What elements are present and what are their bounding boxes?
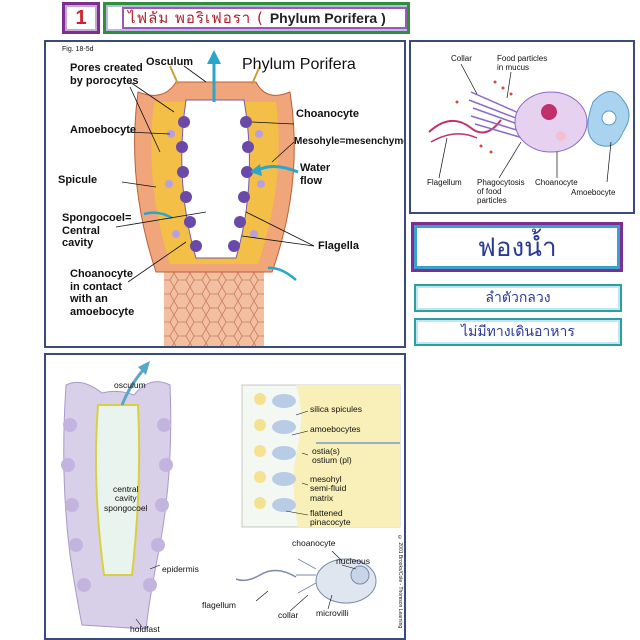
wall-label-amoebocytes: amoebocytes <box>310 424 361 434</box>
body-label-osculum: osculum <box>114 380 146 390</box>
title-latin: Phylum Porifera ) <box>269 10 386 26</box>
cell-label-collar-bottom: collar <box>278 610 299 620</box>
cell-label-nucleous: nucleous <box>336 556 371 566</box>
body-label-central-cavity: central cavity spongocoel <box>104 484 148 513</box>
body-label-epidermis: epidermis <box>162 564 199 574</box>
cell-label-collar: Collar <box>451 54 472 63</box>
trait-hollow-body: ลำตัวกลวง <box>485 290 551 306</box>
cell-label-choanocyte-bottom: choanocyte <box>292 538 336 548</box>
trait-no-digestive-tract: ไม่มีทางเดินอาหาร <box>461 324 575 340</box>
wall-label-ostia: ostia(s) ostium (pl) <box>312 446 352 466</box>
body-label-holdfast: holdfast <box>130 624 160 634</box>
wall-label-mesohyl: mesohyl semi-fluid matrix <box>310 474 347 503</box>
cell-label-amoebocyte: Amoebocyte <box>571 188 616 197</box>
cell-label-microvilli: microvilli <box>316 608 349 618</box>
label-pores: Pores created by porocytes <box>70 62 143 87</box>
label-choanocyte: Choanocyte <box>296 108 359 120</box>
label-choanocyte-contact: Choanocyte in contact with an amoebocyte <box>70 268 135 318</box>
copyright-note: © 2001 Brooks/Cole - Thomson Learning <box>396 535 403 629</box>
label-flagella: Flagella <box>318 240 359 252</box>
cell-label-phagocytosis: Phagocytosis of food particles <box>477 178 525 206</box>
wall-label-pinacocyte: flattened pinacocyte <box>310 508 351 528</box>
cell-label-flagellum: Flagellum <box>427 178 462 187</box>
wall-label-silica-spicules: silica spicules <box>310 404 362 414</box>
choanocyte-illustration <box>428 63 630 183</box>
label-water-flow: Water flow <box>300 162 331 187</box>
title-thai: ไฟลัม พอริเฟอรา ( <box>128 9 264 27</box>
choanocyte-detail-panel: Collar Food particles in mucus Flagellum… <box>409 40 635 214</box>
label-mesohyl: Mesohyle=mesenchyme <box>294 136 406 147</box>
label-amoebocyte: Amoebocyte <box>70 124 137 136</box>
cell-label-choanocyte: Choanocyte <box>535 178 578 187</box>
label-spicule: Spicule <box>58 174 98 186</box>
sponge-thai-title: ฟองน้ำ <box>477 232 557 263</box>
title-box: ไฟลัม พอริเฟอรา ( Phylum Porifera ) <box>103 2 410 34</box>
figure-label: Fig. 18-5d <box>62 46 94 53</box>
panel-title: Phylum Porifera <box>242 56 356 73</box>
label-spongocoel: Spongocoel= Central cavity <box>62 212 132 250</box>
label-osculum: Osculum <box>146 56 194 68</box>
sponge-body-illustration <box>61 361 401 630</box>
sponge-thai-title-box: ฟองน้ำ <box>411 222 623 272</box>
cell-label-flagellum-bottom: flagellum <box>202 600 237 610</box>
title-inner: ไฟลัม พอริเฟอรา ( Phylum Porifera ) <box>122 7 407 29</box>
trait-box-hollow-body: ลำตัวกลวง <box>414 284 622 312</box>
section-number-box: 1 <box>62 2 100 34</box>
sponge-cross-section-illustration <box>115 50 315 346</box>
sponge-structure-panel: Fig. 18-5d Phylum Porifera Osculum Pores… <box>44 40 406 348</box>
trait-box-no-digestive-tract: ไม่มีทางเดินอาหาร <box>414 318 622 346</box>
sponge-body-panel: osculum central cavity spongocoel epider… <box>44 353 406 640</box>
cell-label-food-particles: Food particles in mucus <box>497 54 548 73</box>
section-number: 1 <box>75 6 87 29</box>
